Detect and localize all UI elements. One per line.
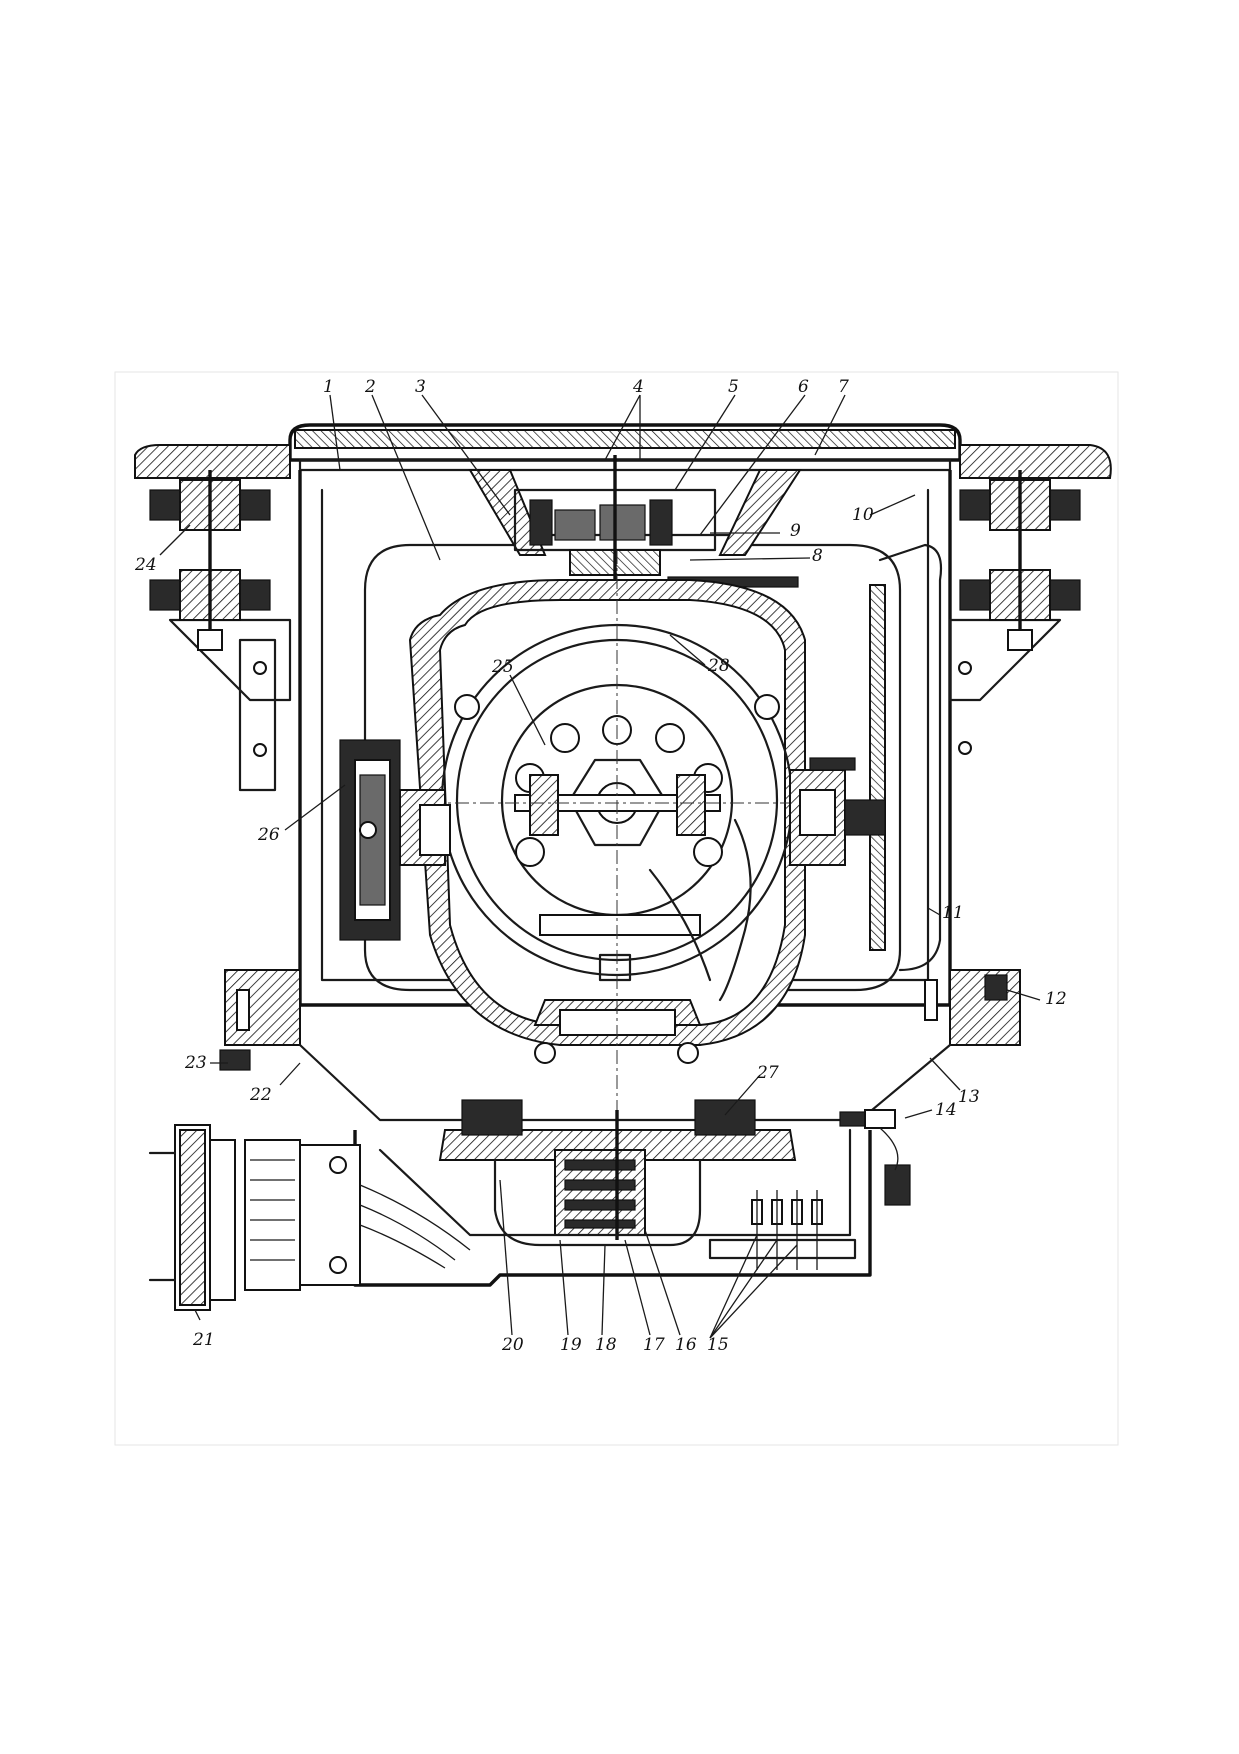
left-shock-mount [149,470,292,702]
callout-9: 9 [790,521,801,541]
callout-2: 2 [364,377,376,397]
callout-21: 21 [192,1330,215,1350]
callout-3: 3 [415,377,426,397]
main-housing [238,470,952,1007]
bottom-flange [219,969,1021,1122]
callout-15: 15 [707,1335,729,1355]
callout-labels: 1 2 3 4 5 6 7 8 9 10 11 12 13 14 15 16 1… [134,377,1067,1355]
callout-13: 13 [958,1087,980,1107]
callout-16: 16 [675,1335,697,1355]
scan-frame [114,371,1119,1446]
callout-10: 10 [852,505,874,525]
leader-lines [159,394,1041,1339]
callout-12: 12 [1045,989,1067,1009]
callout-20: 20 [501,1335,524,1355]
left-torque-motor [339,739,451,941]
callout-24: 24 [134,555,157,575]
callout-17: 17 [643,1335,665,1355]
callout-8: 8 [812,546,823,566]
right-shock-mount [948,470,1081,755]
callout-1: 1 [323,377,334,397]
callout-23: 23 [184,1053,207,1073]
callout-22: 22 [249,1085,272,1105]
callout-25: 25 [491,657,514,677]
electrical-connector [148,1124,471,1311]
callout-11: 11 [942,903,964,923]
resistor-group [751,1190,823,1270]
callout-18: 18 [595,1335,617,1355]
top-cover [134,423,1112,479]
terminal-post [839,1109,911,1206]
callout-6: 6 [798,377,809,397]
rotor-housing [380,550,870,1110]
callout-4: 4 [632,377,644,397]
callout-14: 14 [935,1100,957,1120]
callout-28: 28 [707,656,730,676]
callout-27: 27 [756,1063,779,1083]
right-pickup [789,757,886,866]
callout-19: 19 [560,1335,582,1355]
callout-7: 7 [838,377,849,397]
commutator-housing [438,1099,797,1247]
callout-26: 26 [257,825,280,845]
callout-5: 5 [728,377,739,397]
